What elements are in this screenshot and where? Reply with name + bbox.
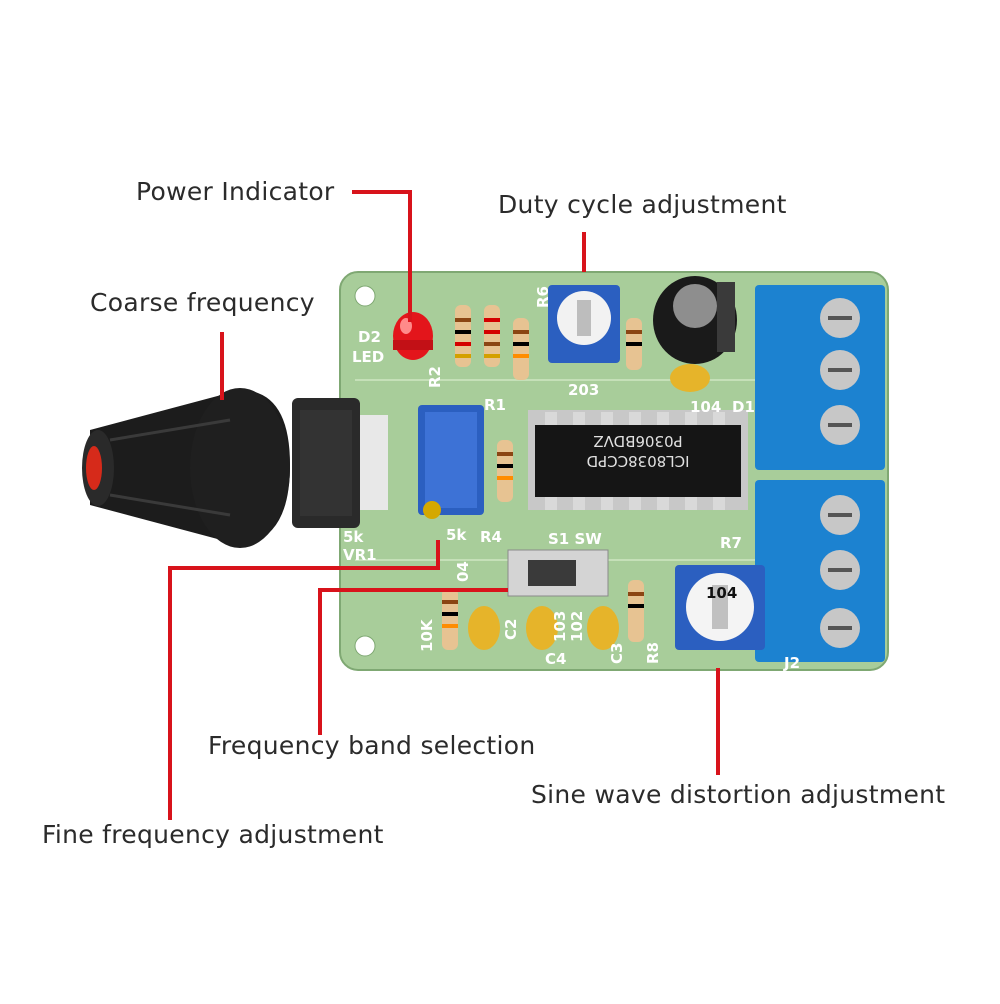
label-r8: R8 [644,642,662,664]
callout-duty-cycle: Duty cycle adjustment [498,190,787,219]
callout-lines [168,190,720,820]
screw-terminal-upper-icon [755,285,885,470]
chip-part-label: ICL8038CCPD [587,452,690,470]
chip-lot-label: P0306BDVZ [593,432,682,450]
label-10k: 10K [418,618,436,652]
label-203: 203 [568,381,599,399]
line-frequency-band [318,588,508,735]
resistor-r5 [513,318,529,380]
resistor-r2 [455,305,471,367]
label-104-trimmer: 104 [706,584,737,602]
callout-power-indicator: Power Indicator [136,177,335,206]
label-r6: R6 [534,286,552,308]
line-power-indicator [352,190,412,322]
callout-frequency-band: Frequency band selection [208,731,536,760]
sine-trimmer-icon [675,565,765,650]
label-104-top: 104 [690,398,721,416]
label-r2: R2 [426,366,444,388]
resistor-r8-bottom [628,580,644,642]
label-c4: C4 [545,650,566,668]
label-led: LED [352,348,384,366]
capacitor-c3 [587,606,619,650]
resistor-r4 [497,440,513,502]
label-d1: D1 [732,398,755,416]
label-c2: C2 [502,619,520,640]
label-d2: D2 [358,328,381,346]
capacitor-c2 [468,606,500,650]
rotary-knob-icon [82,388,388,548]
label-j2: J2 [783,654,800,672]
screw-terminal-lower-icon [755,480,885,662]
capacitor-c4 [526,606,558,650]
label-vr1: VR1 [343,546,377,564]
label-vr1-value: 5k [343,528,364,546]
line-fine-frequency [168,540,440,820]
trimmer-potentiometer-icon [548,285,620,363]
callout-sine-distortion: Sine wave distortion adjustment [531,780,946,809]
label-04: 04 [454,561,472,582]
resistor-10k [442,588,458,650]
resistor-r8-top [626,318,642,370]
callout-fine-frequency: Fine frequency adjustment [42,820,384,849]
callout-coarse-frequency: Coarse frequency [90,288,315,317]
label-trimmer-value: 5k [446,526,467,544]
label-r1: R1 [484,396,506,414]
resistor-r3 [484,305,500,367]
led-indicator-icon [393,312,433,360]
multiturn-trimmer-icon [418,405,484,519]
label-c3: C3 [608,643,626,664]
slide-switch-icon [507,549,609,597]
label-102: 102 [568,611,586,642]
electrolytic-capacitor-icon [653,276,737,364]
label-r7: R7 [720,534,742,552]
ic-chip-icon: ICL8038CCPD P0306BDVZ [528,410,748,510]
label-103: 103 [551,611,569,642]
label-s1: S1 SW [548,530,602,548]
ceramic-capacitor [670,364,710,392]
label-r4: R4 [480,528,502,546]
